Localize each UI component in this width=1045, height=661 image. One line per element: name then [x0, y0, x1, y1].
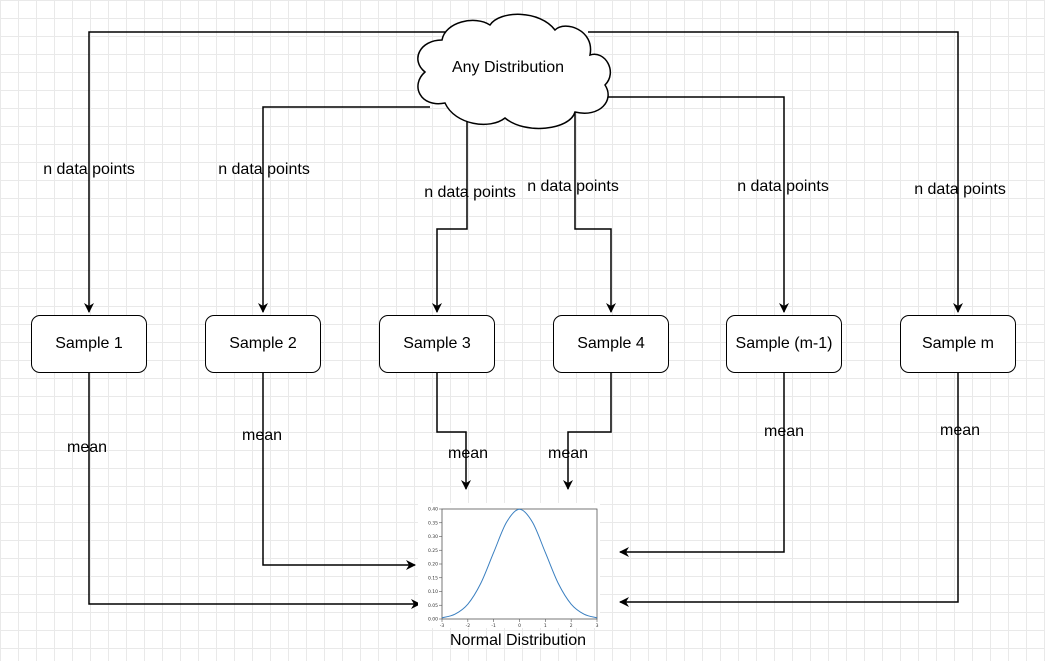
y-tick-label: 0.00	[428, 617, 438, 623]
x-tick-label: 1	[544, 623, 547, 628]
chart-caption: Normal Distribution	[449, 632, 587, 649]
cloud-shape[interactable]	[417, 13, 611, 130]
edge-label-in-5: n data points	[737, 178, 829, 195]
edge-source-sample-1	[84, 31, 445, 313]
sample-4-label: Sample 4	[577, 335, 645, 352]
edge-source-sample-4	[574, 112, 616, 313]
x-tick-label: -1	[491, 623, 496, 628]
edge-source-sample-m-1	[608, 96, 789, 313]
x-tick-label: 0	[518, 623, 521, 628]
edge-label-out-6: mean	[939, 422, 981, 439]
edge-label-out-4: mean	[547, 445, 589, 462]
edge-sample-4-target	[563, 373, 612, 490]
edge-source-sample-3	[432, 122, 468, 313]
normal-distribution-plot: 0.00 0.05 0.10 0.15 0.20 0.25 0.30 0.35 0.40 -3 -2…	[428, 507, 599, 630]
plot-frame	[441, 508, 598, 620]
y-tick-label: 0.25	[428, 548, 438, 554]
edge-label-in-1: n data points	[43, 161, 135, 178]
y-tick-label: 0.20	[428, 562, 438, 568]
sample-2-label: Sample 2	[229, 335, 297, 352]
y-tick-label: 0.05	[428, 603, 438, 609]
edge-sample-m-1-target	[619, 373, 785, 557]
sample-1-label: Sample 1	[55, 335, 123, 352]
x-tick-label: -2	[466, 623, 471, 628]
sample-3-label: Sample 3	[403, 335, 471, 352]
edge-label-in-3: n data points	[424, 184, 516, 201]
sample-1-box[interactable]: Sample 1	[31, 315, 147, 373]
source-label: Any Distribution	[451, 59, 565, 76]
edge-sample-3-target	[436, 373, 471, 490]
edge-label-out-5: mean	[763, 423, 805, 440]
edge-sample-2-target	[262, 373, 416, 570]
sample-m-1-label: Sample (m-1)	[735, 335, 833, 352]
x-tick-label: 3	[596, 623, 599, 628]
sample-m-box[interactable]: Sample m	[900, 315, 1016, 373]
edge-source-sample-m	[588, 31, 963, 313]
edge-label-in-4: n data points	[527, 178, 619, 195]
y-tick-label: 0.30	[428, 534, 438, 540]
edge-label-in-6: n data points	[914, 181, 1006, 198]
x-tick-label: 2	[570, 623, 573, 628]
edge-label-out-3: mean	[447, 445, 489, 462]
edge-source-sample-2	[258, 106, 430, 313]
edge-label-out-1: mean	[66, 439, 108, 456]
edge-label-in-2: n data points	[218, 161, 310, 178]
sample-3-box[interactable]: Sample 3	[379, 315, 495, 373]
normal-curve-line	[441, 508, 598, 619]
edge-sample-1-target	[88, 373, 421, 609]
normal-distribution-chart[interactable]: 0.00 0.05 0.10 0.15 0.20 0.25 0.30 0.35 0.40 -3 -2…	[418, 503, 600, 630]
y-tick-label: 0.15	[428, 575, 438, 581]
edge-label-out-2: mean	[241, 427, 283, 444]
x-tick-label: -3	[440, 623, 445, 628]
sample-4-box[interactable]: Sample 4	[553, 315, 669, 373]
edge-sample-m-target	[619, 373, 959, 607]
y-tick-label: 0.35	[428, 520, 438, 526]
sample-m-1-box[interactable]: Sample (m-1)	[726, 315, 842, 373]
sample-2-box[interactable]: Sample 2	[205, 315, 321, 373]
y-tick-label: 0.10	[428, 589, 438, 595]
sample-m-label: Sample m	[921, 335, 995, 352]
y-tick-label: 0.40	[428, 507, 438, 513]
